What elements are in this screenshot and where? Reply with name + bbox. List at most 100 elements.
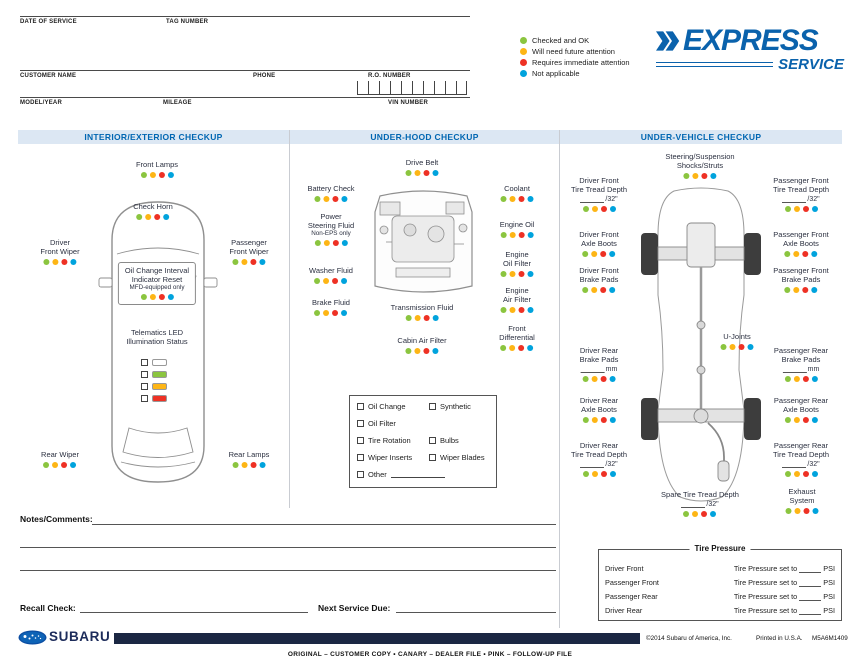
status-dot[interactable]	[609, 375, 616, 382]
checkbox[interactable]	[357, 437, 364, 444]
status-dot[interactable]	[785, 507, 792, 514]
vin-cell[interactable]	[368, 81, 379, 95]
checkbox[interactable]	[141, 359, 148, 366]
status-dot[interactable]	[43, 461, 50, 468]
status-dot[interactable]	[609, 286, 616, 293]
status-dot[interactable]	[600, 205, 607, 212]
status-dot[interactable]	[720, 343, 727, 350]
status-dot[interactable]	[158, 171, 165, 178]
service-option-oil-filter[interactable]: Oil Filter	[357, 419, 396, 428]
status-dot[interactable]	[332, 240, 339, 247]
status-dot[interactable]	[341, 309, 348, 316]
status-dot[interactable]	[500, 344, 507, 351]
status-dot[interactable]	[154, 213, 161, 220]
status-dot[interactable]	[794, 507, 801, 514]
tp-input-line[interactable]	[799, 593, 822, 601]
status-dot[interactable]	[710, 510, 717, 517]
status-dot[interactable]	[609, 470, 616, 477]
status-dot[interactable]	[323, 195, 330, 202]
status-dot[interactable]	[509, 344, 516, 351]
status-dot[interactable]	[323, 277, 330, 284]
status-dot[interactable]	[591, 375, 598, 382]
status-dot[interactable]	[793, 375, 800, 382]
status-dot[interactable]	[527, 270, 534, 277]
status-dot[interactable]	[591, 205, 598, 212]
status-dot[interactable]	[241, 461, 248, 468]
status-dot[interactable]	[600, 286, 607, 293]
service-option-oil-change[interactable]: Oil Change	[357, 402, 406, 411]
status-dot[interactable]	[802, 250, 809, 257]
measurement-input-line[interactable]	[580, 365, 605, 373]
status-dot[interactable]	[167, 294, 174, 301]
tp-input-line[interactable]	[799, 607, 822, 615]
model-mileage-vin-input-line[interactable]	[20, 97, 470, 98]
service-option-other[interactable]: Other	[357, 470, 445, 479]
status-dot[interactable]	[61, 258, 68, 265]
status-dot[interactable]	[423, 169, 430, 176]
status-dot[interactable]	[591, 286, 598, 293]
measurement-input-line[interactable]	[580, 460, 605, 468]
status-dot[interactable]	[683, 510, 690, 517]
checkbox[interactable]	[357, 403, 364, 410]
status-dot[interactable]	[500, 306, 507, 313]
status-dot[interactable]	[500, 231, 507, 238]
status-dot[interactable]	[332, 309, 339, 316]
status-dot[interactable]	[812, 507, 819, 514]
status-dot[interactable]	[784, 470, 791, 477]
status-dot[interactable]	[314, 240, 321, 247]
status-dot[interactable]	[784, 286, 791, 293]
status-dot[interactable]	[683, 172, 690, 179]
status-dot[interactable]	[802, 416, 809, 423]
status-dot[interactable]	[582, 205, 589, 212]
vin-cell[interactable]	[445, 81, 456, 95]
status-dot[interactable]	[527, 195, 534, 202]
measurement-input-line[interactable]	[580, 195, 605, 203]
status-dot[interactable]	[784, 205, 791, 212]
status-dot[interactable]	[158, 294, 165, 301]
status-dot[interactable]	[259, 461, 266, 468]
status-dot[interactable]	[232, 258, 239, 265]
status-dot[interactable]	[432, 314, 439, 321]
status-dot[interactable]	[149, 171, 156, 178]
status-dot[interactable]	[609, 416, 616, 423]
status-dot[interactable]	[582, 250, 589, 257]
status-dot[interactable]	[729, 343, 736, 350]
checkbox[interactable]	[429, 403, 436, 410]
checkbox[interactable]	[429, 454, 436, 461]
status-dot[interactable]	[414, 314, 421, 321]
status-dot[interactable]	[70, 461, 77, 468]
status-dot[interactable]	[149, 294, 156, 301]
status-dot[interactable]	[518, 231, 525, 238]
service-option-tire-rotation[interactable]: Tire Rotation	[357, 436, 411, 445]
vin-cell[interactable]	[434, 81, 445, 95]
status-dot[interactable]	[582, 416, 589, 423]
next-service-due-line[interactable]	[396, 612, 556, 613]
status-dot[interactable]	[163, 213, 170, 220]
status-dot[interactable]	[600, 416, 607, 423]
status-dot[interactable]	[518, 306, 525, 313]
status-dot[interactable]	[314, 277, 321, 284]
status-dot[interactable]	[52, 461, 59, 468]
checkbox[interactable]	[429, 437, 436, 444]
status-dot[interactable]	[811, 375, 818, 382]
status-dot[interactable]	[140, 294, 147, 301]
notes-line-2[interactable]	[20, 547, 556, 548]
status-dot[interactable]	[432, 347, 439, 354]
status-dot[interactable]	[518, 195, 525, 202]
status-dot[interactable]	[793, 416, 800, 423]
status-dot[interactable]	[591, 470, 598, 477]
status-dot[interactable]	[140, 171, 147, 178]
status-dot[interactable]	[692, 510, 699, 517]
checkbox[interactable]	[141, 383, 148, 390]
vin-cell[interactable]	[456, 81, 467, 95]
status-dot[interactable]	[793, 470, 800, 477]
status-dot[interactable]	[784, 375, 791, 382]
status-dot[interactable]	[509, 231, 516, 238]
customer-phone-ro-input-line[interactable]	[20, 70, 470, 71]
measurement-input-line[interactable]	[782, 460, 807, 468]
tp-input-line[interactable]	[799, 579, 822, 587]
measurement-input-line[interactable]	[681, 500, 706, 508]
status-dot[interactable]	[802, 286, 809, 293]
status-dot[interactable]	[332, 277, 339, 284]
tp-input-line[interactable]	[799, 565, 822, 573]
